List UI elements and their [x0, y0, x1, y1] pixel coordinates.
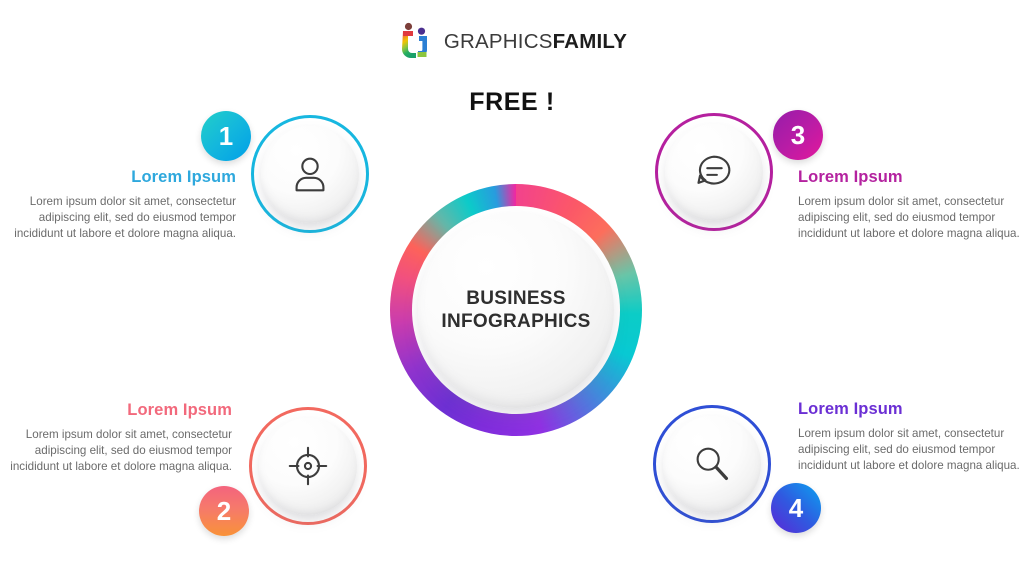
user-icon: [295, 157, 325, 192]
speech-bubble-icon: [697, 155, 731, 185]
item-title-3: Lorem Ipsum: [798, 168, 903, 186]
item-body-3: Lorem ipsum dolor sit amet, consectetur …: [798, 195, 1020, 240]
text-block-4: Lorem Ipsum Lorem ipsum dolor sit amet, …: [798, 400, 1024, 474]
item-body-4: Lorem ipsum dolor sit amet, consectetur …: [798, 427, 1020, 472]
item-title-2: Lorem Ipsum: [127, 401, 232, 419]
brand-name: GRAPHICSFAMILY: [443, 29, 628, 53]
node-ring-4: [653, 405, 771, 523]
hub-title-line2: INFOGRAPHICS: [441, 311, 591, 332]
badge-4: 4: [771, 483, 821, 533]
text-block-2: Lorem Ipsum Lorem ipsum dolor sit amet, …: [0, 401, 232, 475]
node-ring-2: [249, 407, 367, 525]
badge-1: 1: [201, 111, 251, 161]
hub-title: BUSINESS INFOGRAPHICS: [441, 287, 590, 333]
node-disc-3: [665, 123, 763, 221]
target-icon: [288, 446, 328, 486]
node-disc-2: [259, 417, 357, 515]
item-title-4: Lorem Ipsum: [798, 400, 903, 418]
hub-title-line1: BUSINESS: [466, 287, 566, 309]
item-body-2: Lorem ipsum dolor sit amet, consectetur …: [10, 428, 232, 473]
brand-name-bold: FAMILY: [552, 29, 628, 53]
node-disc-1: [261, 125, 359, 223]
free-label: FREE !: [469, 88, 555, 116]
text-block-1: Lorem Ipsum Lorem ipsum dolor sit amet, …: [0, 168, 236, 242]
magnifier-icon: [696, 447, 729, 481]
graphicsfamily-logo-icon: [401, 22, 427, 58]
item-body-1: Lorem ipsum dolor sit amet, consectetur …: [14, 195, 236, 240]
node-circle-4[interactable]: [653, 405, 771, 523]
node-disc-4: [663, 415, 761, 513]
hub-disc: BUSINESS INFOGRAPHICS: [418, 212, 614, 408]
brand-name-light: GRAPHICS: [443, 29, 553, 53]
brand-header: GRAPHICSFAMILY: [0, 22, 1024, 62]
node-circle-3[interactable]: [655, 113, 773, 231]
center-hub: BUSINESS INFOGRAPHICS: [390, 184, 642, 436]
badge-2: 2: [199, 486, 249, 536]
node-ring-3: [655, 113, 773, 231]
text-block-3: Lorem Ipsum Lorem ipsum dolor sit amet, …: [798, 168, 1024, 242]
item-title-1: Lorem Ipsum: [131, 168, 236, 186]
node-circle-2[interactable]: [249, 407, 367, 525]
node-ring-1: [251, 115, 369, 233]
badge-3: 3: [773, 110, 823, 160]
node-circle-1[interactable]: [251, 115, 369, 233]
